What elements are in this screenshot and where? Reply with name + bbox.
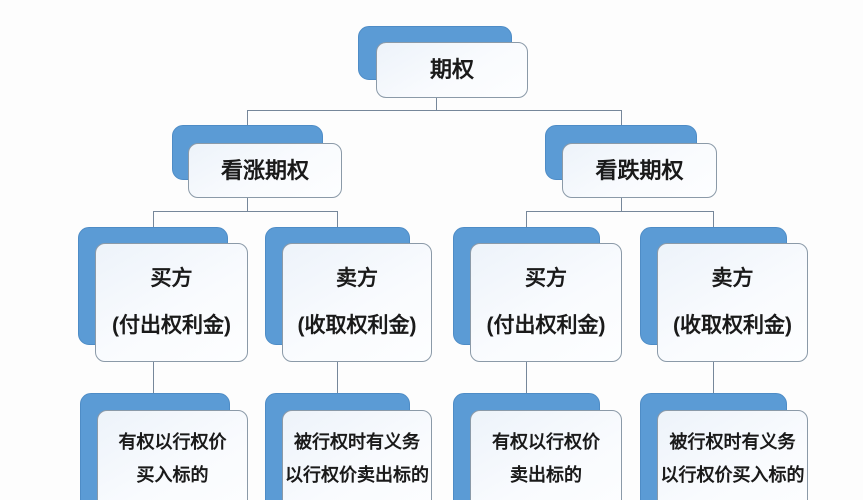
node-call-label: 看涨期权 bbox=[220, 157, 309, 183]
put-seller-desc-line1: 被行权时有义务 bbox=[669, 432, 796, 452]
put-seller-desc-line2: 以行权价买入标的 bbox=[660, 464, 805, 485]
node-put-seller: 卖方 (收取权利金) bbox=[657, 243, 808, 362]
node-put-buyer-role: 买方 bbox=[525, 267, 567, 291]
connector-call-seller-drop bbox=[337, 211, 338, 228]
node-call-seller-premium: (收取权利金) bbox=[297, 313, 417, 337]
node-call-buyer-role: 买方 bbox=[150, 267, 193, 291]
node-put-label: 看跌期权 bbox=[595, 157, 684, 183]
node-put-buyer-premium: (付出权利金) bbox=[486, 313, 606, 337]
node-call-seller-desc: 被行权时有义务 以行权价卖出标的 bbox=[282, 410, 432, 500]
node-put-seller-role: 卖方 bbox=[711, 267, 754, 291]
connector-put-stem bbox=[621, 198, 622, 211]
connector-root-stem bbox=[436, 97, 437, 110]
connector-put-seller-drop bbox=[713, 211, 714, 228]
connector-call-horizontal bbox=[153, 211, 338, 212]
call-seller-desc-line2: 以行权价卖出标的 bbox=[285, 464, 429, 485]
connector-call-buyer-desc bbox=[153, 362, 154, 393]
connector-call-seller-desc bbox=[337, 362, 338, 393]
node-call-seller-role: 卖方 bbox=[336, 267, 378, 291]
node-call-seller: 卖方 (收取权利金) bbox=[282, 243, 432, 362]
connector-call-stem bbox=[247, 198, 248, 211]
connector-call-buyer-drop bbox=[153, 211, 154, 228]
connector-put-buyer-desc bbox=[526, 362, 527, 393]
node-put-seller-premium: (收取权利金) bbox=[673, 313, 792, 337]
node-call-buyer-desc: 有权以行权价 买入标的 bbox=[97, 410, 248, 500]
node-call: 看涨期权 bbox=[188, 143, 342, 198]
node-root: 期权 bbox=[376, 42, 528, 98]
connector-put-seller-desc bbox=[713, 362, 714, 393]
node-call-buyer: 买方 (付出权利金) bbox=[95, 243, 248, 362]
node-put: 看跌期权 bbox=[562, 143, 717, 198]
connector-call-drop bbox=[247, 110, 248, 128]
node-call-buyer-premium: (付出权利金) bbox=[112, 313, 231, 337]
node-put-buyer: 买方 (付出权利金) bbox=[470, 243, 622, 362]
connector-l2-horizontal bbox=[247, 110, 622, 111]
node-put-seller-desc: 被行权时有义务 以行权价买入标的 bbox=[657, 410, 808, 500]
node-root-label: 期权 bbox=[429, 57, 474, 83]
call-buyer-desc-line2: 买入标的 bbox=[136, 464, 209, 485]
node-put-buyer-desc: 有权以行权价 卖出标的 bbox=[470, 410, 622, 500]
put-buyer-desc-line1: 有权以行权价 bbox=[492, 432, 600, 452]
call-seller-desc-line1: 被行权时有义务 bbox=[294, 432, 420, 452]
connector-put-buyer-drop bbox=[526, 211, 527, 228]
connector-put-drop bbox=[621, 110, 622, 128]
connector-put-horizontal bbox=[526, 211, 714, 212]
put-buyer-desc-line2: 卖出标的 bbox=[510, 464, 582, 485]
call-buyer-desc-line1: 有权以行权价 bbox=[118, 432, 227, 452]
